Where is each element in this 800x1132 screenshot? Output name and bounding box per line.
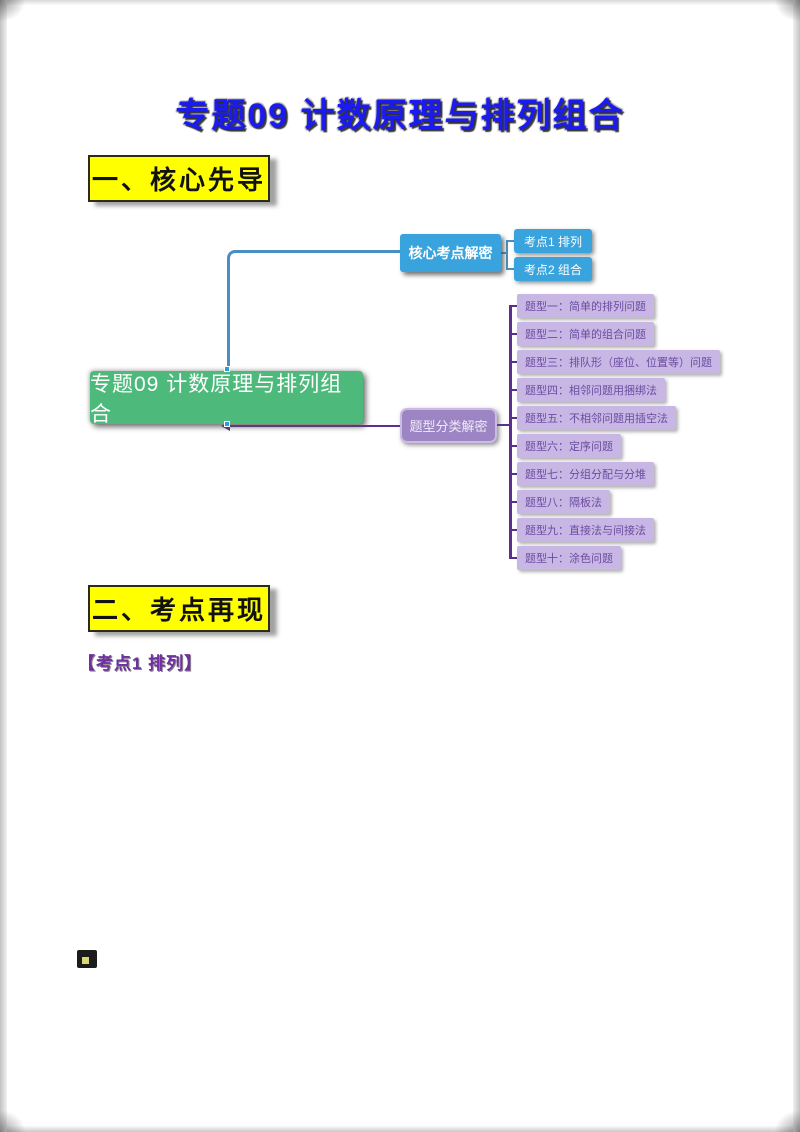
page-edge-top [0,0,800,5]
mindmap-leaf-kaodian2: 考点2 组合 [514,257,593,281]
connector-leaf-2 [509,333,517,335]
page-edge-bottom [0,1126,800,1132]
connector-leaf-kaodian2 [506,268,514,270]
mindmap-leaf-tixing-6: 题型六：定序问题 [517,434,621,458]
mindmap-branch-tixing: 题型分类解密 [400,408,497,443]
mindmap-leaf-tixing-2: 题型二：简单的组合问题 [517,322,654,346]
connector-branch1-stub [501,252,507,254]
connector-leaf-kaodian1 [506,240,514,242]
stray-mark-fleck [82,957,89,964]
stray-mark [77,950,97,968]
bracket-branch2 [509,305,512,559]
section-header-kaodian-review: 二、考点再现 [88,585,270,632]
connector-leaf-4 [509,389,517,391]
mindmap-leaf-tixing-4: 题型四：相邻问题用捆绑法 [517,378,665,402]
page-corner-smudge [774,0,800,22]
mindmap-branch-kaodian: 核心考点解密 [400,234,501,272]
connector-leaf-5 [509,417,517,419]
page-edge-right [793,0,800,1132]
connector-branch2-stub [497,424,510,426]
connector-leaf-9 [509,529,517,531]
connector-leaf-8 [509,501,517,503]
mindmap-leaf-tixing-7: 题型七：分组分配与分堆 [517,462,654,486]
mindmap-leaf-tixing-5: 题型五：不相邻问题用插空法 [517,406,676,430]
mindmap-root-node: 专题09 计数原理与排列组合 [90,371,363,426]
node-handle [224,366,230,372]
connector-leaf-7 [509,473,517,475]
mindmap-leaf-kaodian1: 考点1 排列 [514,229,593,253]
connector-leaf-6 [509,445,517,447]
connector-leaf-1 [509,305,517,307]
mindmap-leaf-tixing-10: 题型十：涂色问题 [517,546,621,570]
subheading-kaodian1: 【考点1 排列】 [78,654,203,673]
mindmap-leaf-tixing-9: 题型九：直接法与间接法 [517,518,654,542]
mindmap-leaf-tixing-8: 题型八：隔板法 [517,490,610,514]
connector-leaf-3 [509,361,517,363]
page-edge-left [0,0,7,1132]
mindmap-leaf-tixing-3: 题型三：排队形（座位、位置等）问题 [517,350,720,374]
section-header-core-guide: 一、核心先导 [88,155,270,202]
connector-root-to-branch1 [227,250,401,371]
page-corner-smudge [0,1110,26,1132]
bracket-branch1 [506,240,508,270]
connector-leaf-10 [509,557,517,559]
node-handle [224,421,230,427]
connector-root-to-branch2 [230,425,400,427]
mindmap-leaf-tixing-1: 题型一：简单的排列问题 [517,294,654,318]
page-corner-smudge [0,0,26,22]
page-title: 专题09 计数原理与排列组合 [175,97,625,135]
page-corner-smudge [774,1110,800,1132]
